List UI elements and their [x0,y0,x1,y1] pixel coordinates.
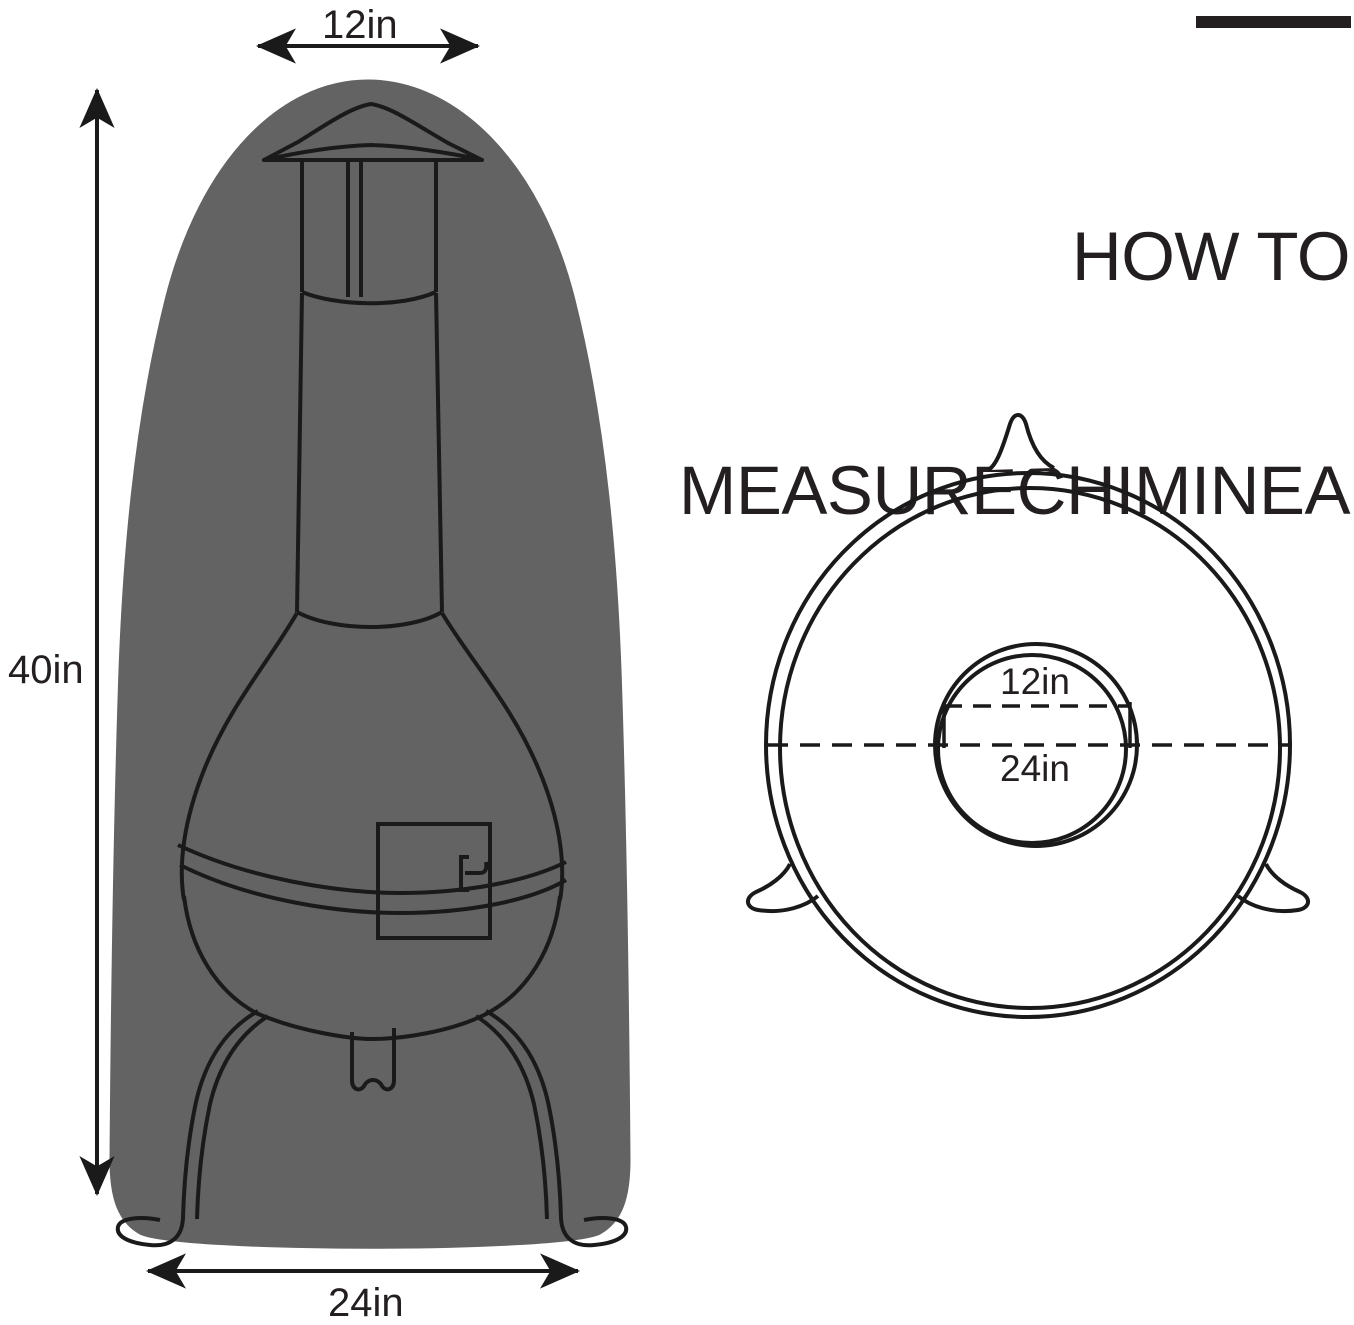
flue-inner-circle [936,653,1128,845]
body-lower-left [182,895,259,1016]
chiminea-cover-side-view [109,79,631,1249]
title-line-1: HOW TO [1071,217,1351,295]
dimension-label-outer-diameter: 24in [1000,748,1070,789]
leg-nub-bottom-left-icon [746,863,820,913]
base-leg-right-outer [485,1009,629,1248]
outer-rim-inner-circle [778,486,1282,1010]
body-lower-right [485,895,562,1016]
body-left [179,612,299,901]
dimension-label-height: 40in [8,648,84,692]
base-leg-left-inner [195,1014,270,1220]
chimney-cap [262,102,484,162]
leg-nub-bottom-right-icon [1236,863,1310,913]
body-bottom-rim [255,1011,489,1042]
accent-bar [1196,16,1351,28]
chimney-cap-ridge [262,142,484,162]
dimension-label-top-width: 12in [322,3,398,47]
flue-right [434,292,444,613]
dimension-label-bottom-width: 24in [328,1281,404,1325]
center-tab [350,1028,396,1092]
body-shoulder [296,610,444,629]
base-leg-left-outer [115,1009,259,1248]
body-band-upper [177,843,567,896]
flue-left [295,292,304,613]
body-band-lower [179,863,568,916]
leg-nub-top-icon [986,413,1055,472]
dimension-label-inner-diameter: 12in [1000,661,1070,702]
dimension-arrows [79,28,580,1289]
base-leg-right-inner [474,1014,549,1220]
chimney-collar [301,290,437,306]
access-door [376,822,492,940]
cover-silhouette [109,79,631,1249]
door-latch-icon [459,855,489,892]
chiminea-cover-top-view [746,413,1310,1019]
